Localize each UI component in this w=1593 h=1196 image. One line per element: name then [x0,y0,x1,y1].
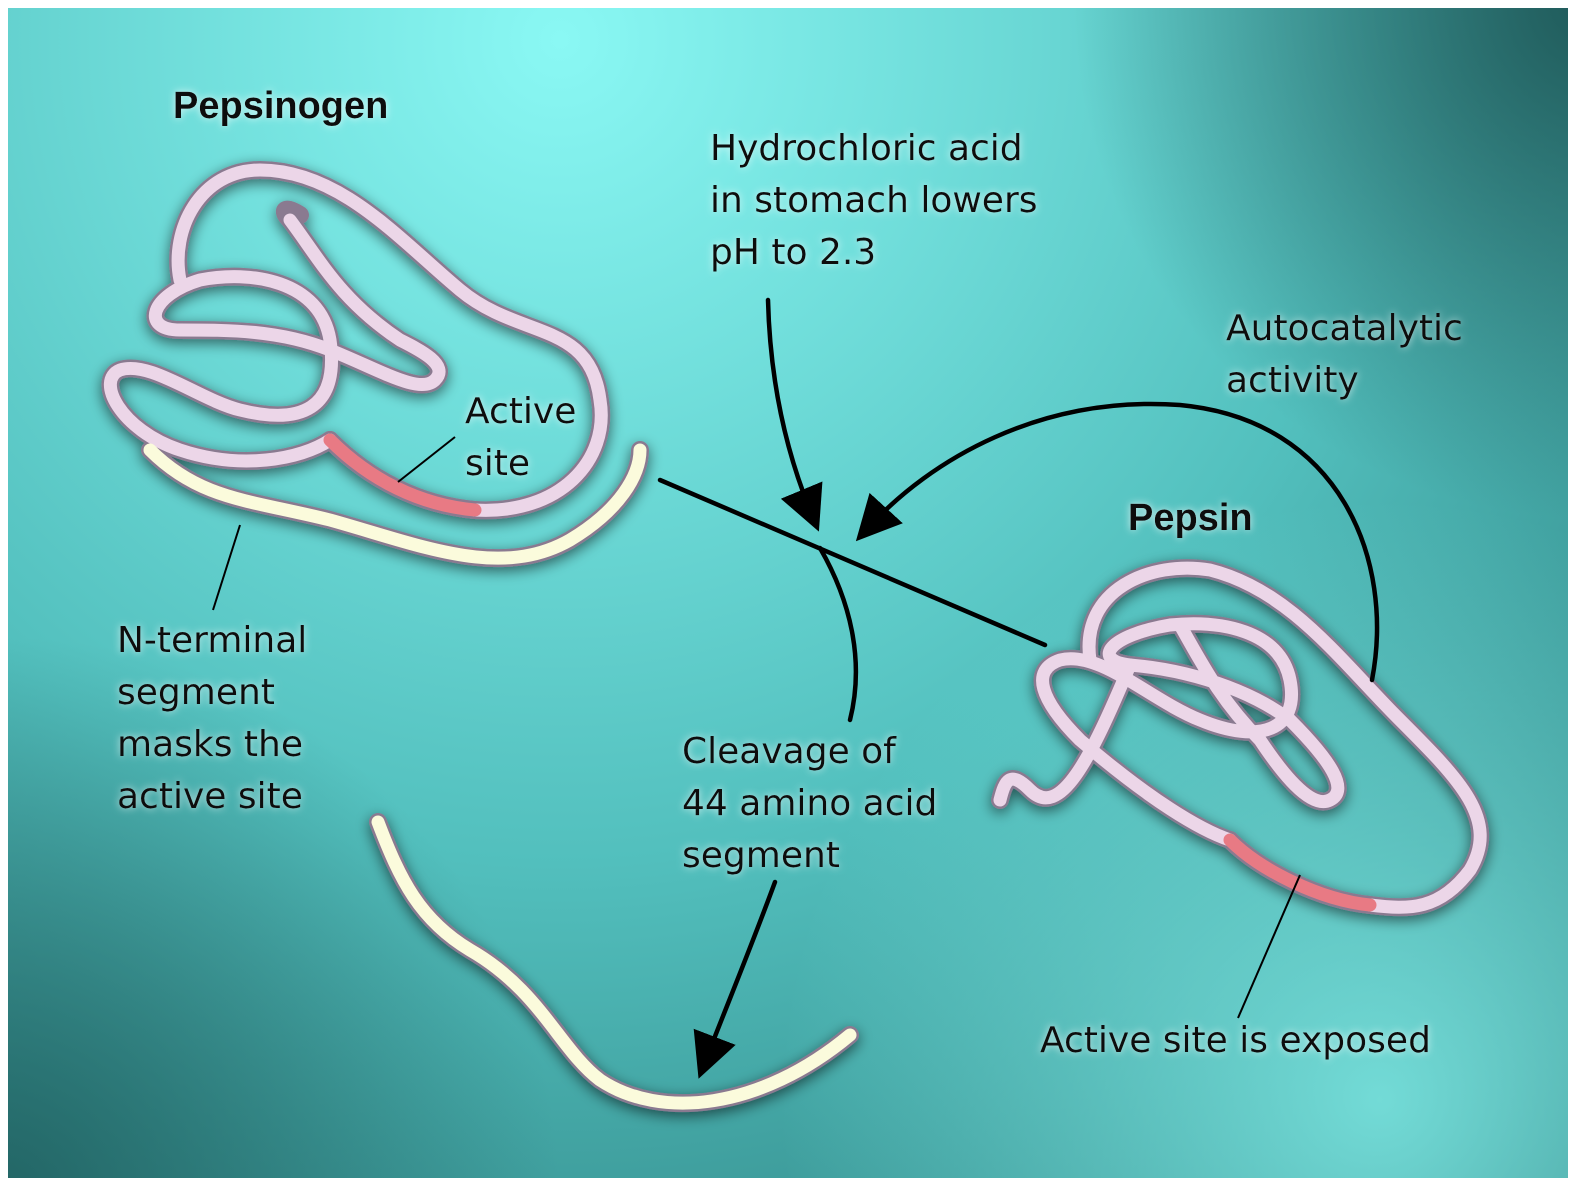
cleavage-label-line2: 44 amino acid [682,783,937,824]
hcl-label-line2: in stomach lowers [710,180,1038,221]
pepsinogen-title: Pepsinogen [173,85,388,127]
autocatalytic-label-line1: Autocatalytic [1226,308,1463,349]
pepsin-title: Pepsin [1128,497,1253,539]
cleavage-label-line1: Cleavage of [682,731,897,772]
n-terminal-label-line1: N-terminal [117,620,307,661]
autocatalytic-label-line2: activity [1226,360,1359,401]
active-site-label-line1: Active [465,391,576,432]
hcl-label-line3: pH to 2.3 [710,232,876,273]
hcl-label-line1: Hydrochloric acid [710,128,1023,169]
n-terminal-label-line3: masks the [117,724,303,765]
n-terminal-label-line4: active site [117,776,303,817]
cleavage-label-line3: segment [682,835,840,876]
n-terminal-label-line2: segment [117,672,275,713]
active-site-exposed-label: Active site is exposed [1040,1020,1431,1061]
active-site-label-line2: site [465,443,530,484]
